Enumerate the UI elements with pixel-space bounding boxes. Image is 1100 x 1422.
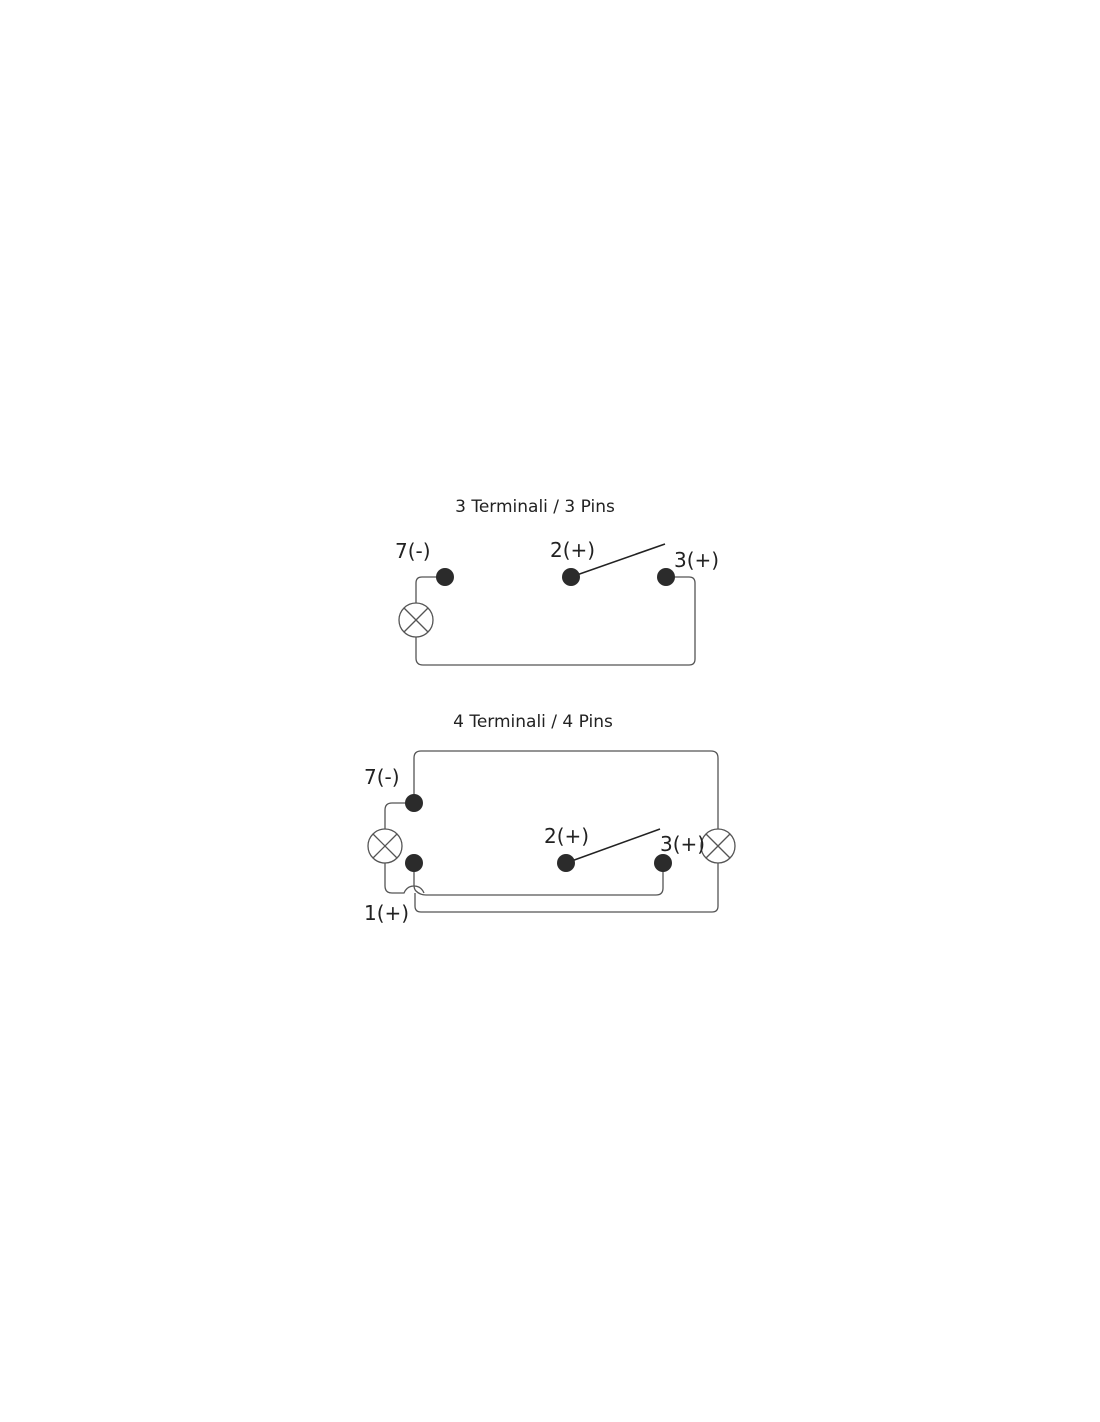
diagram-4-pins-title: 4 Terminali / 4 Pins [453, 712, 613, 732]
terminal-3 [657, 568, 675, 586]
switch-arm [565, 828, 661, 864]
wire-4pin-left-branch [384, 802, 425, 894]
terminal-1 [405, 854, 423, 872]
switch-arm [570, 543, 666, 578]
terminal-3 [654, 854, 672, 872]
diagram-3-pins-title: 3 Terminali / 3 Pins [455, 497, 615, 517]
lamp-icon [700, 828, 736, 864]
diagram-3-pins: 3 Terminali / 3 Pins 7(-) 2(+) 3(+) [395, 497, 719, 666]
terminal-2 [557, 854, 575, 872]
terminal-7 [405, 794, 423, 812]
label-pin-1: 1(+) [364, 901, 409, 925]
label-pin-7: 7(-) [364, 765, 400, 789]
label-pin-2: 2(+) [550, 538, 595, 562]
label-pin-3: 3(+) [674, 548, 719, 572]
lamp-icon [398, 602, 434, 638]
wire-3pin-loop [415, 576, 696, 666]
label-pin-3: 3(+) [660, 832, 705, 856]
wire-4pin-inner [413, 863, 664, 896]
terminal-2 [562, 568, 580, 586]
lamp-icon [367, 828, 403, 864]
diagram-4-pins: 4 Terminali / 4 Pins 7(-) 2(+) 3(+) [364, 712, 736, 925]
terminal-7 [436, 568, 454, 586]
label-pin-7: 7(-) [395, 539, 431, 563]
label-pin-2: 2(+) [544, 824, 589, 848]
